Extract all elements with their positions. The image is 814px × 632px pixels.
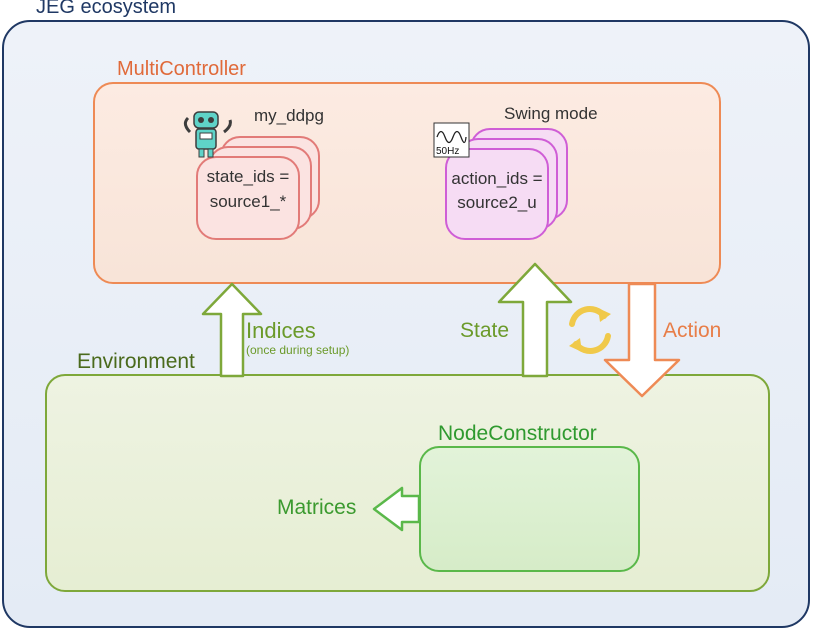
robot-icon: [183, 111, 232, 158]
cycle-arrowhead-2: [569, 338, 582, 352]
indices-note: (once during setup): [246, 343, 350, 357]
agent-swing-action-ids-line1: action_ids =: [451, 169, 543, 188]
state-arrow: [497, 262, 573, 378]
cycle-arrowhead-1: [598, 308, 611, 322]
indices-arrow: [201, 282, 263, 378]
node-constructor-box: [419, 446, 640, 572]
sine-wave-icon: [433, 122, 470, 158]
state-label: State: [460, 319, 510, 342]
sine-wave-badge-label: 50Hz: [436, 146, 459, 157]
agent-ddpg-card: [196, 156, 300, 240]
action-arrow: [603, 282, 681, 398]
ecosystem-title: JEG ecosystem: [36, 0, 177, 18]
matrices-arrow: [372, 486, 421, 532]
agent-ddpg-state-ids-line2: source1_*: [209, 192, 287, 211]
agent-swing-action-ids-line2: source2_u: [457, 193, 537, 212]
environment-container: [45, 374, 770, 592]
action-label: Action: [663, 319, 722, 342]
multi-controller-title: MultiController: [117, 58, 246, 80]
agent-swing-card: [445, 148, 549, 240]
agent-ddpg-name: my_ddpg: [254, 106, 324, 125]
node-constructor-title: NodeConstructor: [438, 422, 597, 445]
matrices-label: Matrices: [277, 496, 357, 519]
agent-ddpg-state-ids-line1: state_ids =: [206, 167, 290, 186]
agent-swing-name: Swing mode: [504, 104, 598, 123]
environment-title: Environment: [77, 350, 195, 373]
indices-label: Indices: [246, 318, 316, 343]
